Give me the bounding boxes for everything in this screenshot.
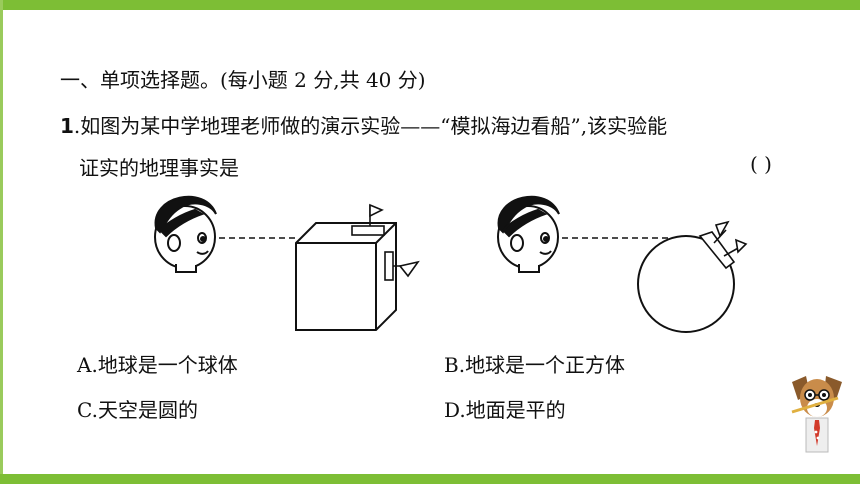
left-accent-bar	[0, 0, 3, 484]
bottom-accent-bar	[0, 474, 860, 484]
option-a[interactable]: A.地球是一个球体	[77, 349, 238, 378]
option-d[interactable]: D.地面是平的	[444, 394, 566, 423]
observer-head-right-icon	[497, 195, 560, 273]
question-line-2: 证实的地理事实是	[79, 156, 239, 180]
dog-mascot-icon	[791, 376, 842, 453]
option-a-text: 地球是一个球体	[97, 353, 238, 377]
top-accent-bar	[0, 0, 860, 10]
boat-top-icon	[351, 203, 385, 236]
cube-icon	[295, 222, 397, 331]
option-d-text: 地面是平的	[465, 398, 566, 422]
boat-sphere-icon	[698, 220, 748, 270]
question-number: 1	[60, 114, 74, 138]
option-b[interactable]: B.地球是一个正方体	[444, 349, 625, 378]
answer-parentheses: ( )	[750, 152, 772, 176]
question-text-1: .如图为某中学地理老师做的演示实验——“模拟海边看船”,该实验能	[73, 114, 668, 138]
option-a-label: A.	[77, 353, 98, 377]
option-c[interactable]: C.天空是圆的	[77, 394, 198, 423]
option-d-label: D.	[444, 398, 466, 422]
question-line-1: 1.如图为某中学地理老师做的演示实验——“模拟海边看船”,该实验能	[60, 110, 667, 139]
sphere-icon	[637, 235, 735, 333]
option-b-label: B.	[444, 353, 466, 377]
option-c-text: 天空是圆的	[97, 398, 198, 422]
section-title: 一、单项选择题。(每小题 2 分,共 40 分)	[60, 68, 426, 92]
boat-side-icon	[384, 251, 420, 281]
option-c-label: C.	[77, 398, 98, 422]
observer-head-left-icon	[154, 195, 217, 273]
option-b-text: 地球是一个正方体	[465, 353, 626, 377]
